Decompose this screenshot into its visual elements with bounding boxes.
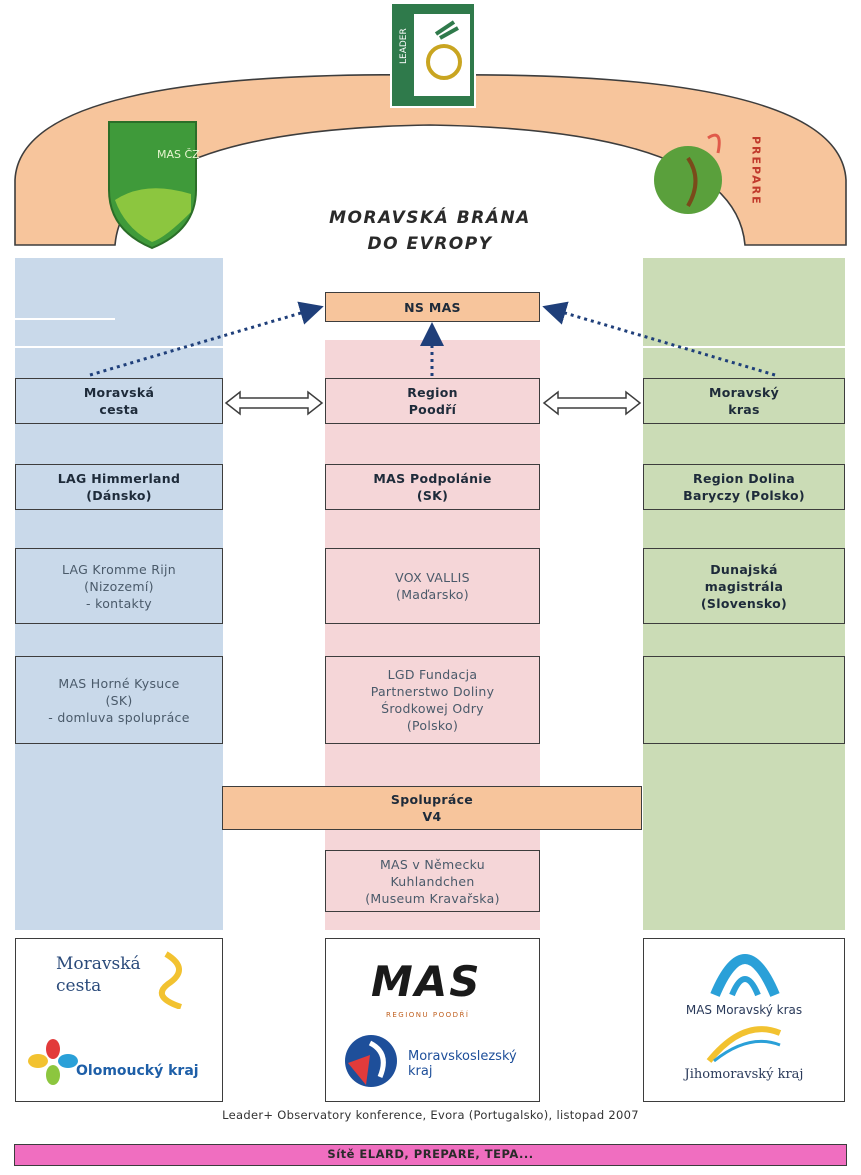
- double-arrow-left: [224, 390, 324, 416]
- mas-poodri-logo: MAS: [371, 957, 482, 1006]
- divider: [643, 346, 845, 348]
- vox-vallis-box: VOX VALLIS (Maďarsko): [325, 548, 540, 624]
- logos-right-box: MAS Moravský kras Jihomoravský kraj: [643, 938, 845, 1102]
- divider: [15, 346, 223, 348]
- divider: [15, 318, 115, 320]
- mas-cz-shield-logo: MAS ČZ: [108, 121, 200, 250]
- diagram-title: MORAVSKÁ BRÁNA DO EVROPY: [329, 208, 531, 254]
- jihomoravsky-kraj-logo: Jihomoravský kraj: [684, 1067, 804, 1082]
- leader-emblem-icon: LEADER: [399, 14, 470, 96]
- mas-nemecko-box: MAS v Německu Kuhlandchen (Museum Kravař…: [325, 850, 540, 912]
- jihomoravsky-emblem-icon: [706, 1026, 782, 1063]
- mas-cz-text: MAS ČZ: [157, 148, 200, 161]
- arch: [14, 73, 847, 246]
- mas-horne-kysuce-box: MAS Horné Kysuce (SK) - domluva spoluprá…: [15, 656, 223, 744]
- logos-left-box: Moravská cesta Olomoucký kraj: [15, 938, 223, 1102]
- double-arrow-right: [542, 390, 642, 416]
- empty-box: [643, 656, 845, 744]
- mas-poodri-sub: REGIONU POODŘÍ: [386, 1011, 470, 1019]
- footer-caption: Leader+ Observatory konference, Evora (P…: [222, 1108, 639, 1122]
- dotted-arrows: [89, 301, 776, 377]
- prepare-logo: PREPARE: [654, 133, 763, 214]
- moravskoslezsky-kraj-logo: Moravskoslezský kraj: [408, 1049, 517, 1079]
- mas-podpolanie-box: MAS Podpolánie (SK): [325, 464, 540, 510]
- moravskoslezsky-emblem-icon: [345, 1035, 397, 1087]
- middle-column-bg: [325, 340, 540, 930]
- mas-moravsky-kras-logo: MAS Moravský kras: [685, 1003, 803, 1017]
- lag-himmerland-box: LAG Himmerland (Dánsko): [15, 464, 223, 510]
- prepare-text: PREPARE: [750, 136, 763, 206]
- lgd-fundacja-box: LGD Fundacja Partnerstwo Doliny Środkowe…: [325, 656, 540, 744]
- leader-logo: LEADER: [390, 2, 476, 108]
- logos-middle-box: MAS REGIONU POODŘÍ Moravskoslezský kraj: [325, 938, 540, 1102]
- spoluprace-v4-box: Spolupráce V4: [222, 786, 642, 830]
- dunajska-magistrala-box: Dunajská magistrála (Slovensko): [643, 548, 845, 624]
- olomoucky-kraj-logo: Olomoucký kraj: [76, 1063, 199, 1079]
- mas-moravsky-kras-emblem-icon: [710, 954, 780, 997]
- region-poodri-box: Region Poodří: [325, 378, 540, 424]
- networks-bar: Sítě ELARD, PREPARE, TEPA...: [14, 1144, 847, 1166]
- moravska-cesta-box: Moravská cesta: [15, 378, 223, 424]
- leader-text: LEADER: [399, 28, 409, 64]
- olomoucky-flower-icon: [28, 1039, 78, 1085]
- moravska-cesta-path-icon: [158, 951, 182, 1009]
- ns-mas-box: NS MAS: [325, 292, 540, 322]
- lag-kromme-rijn-box: LAG Kromme Rijn (Nizozemí) - kontakty: [15, 548, 223, 624]
- region-dolina-baryczy-box: Region Dolina Baryczy (Polsko): [643, 464, 845, 510]
- moravska-cesta-logo: Moravská cesta: [56, 954, 141, 996]
- moravsky-kras-box: Moravský kras: [643, 378, 845, 424]
